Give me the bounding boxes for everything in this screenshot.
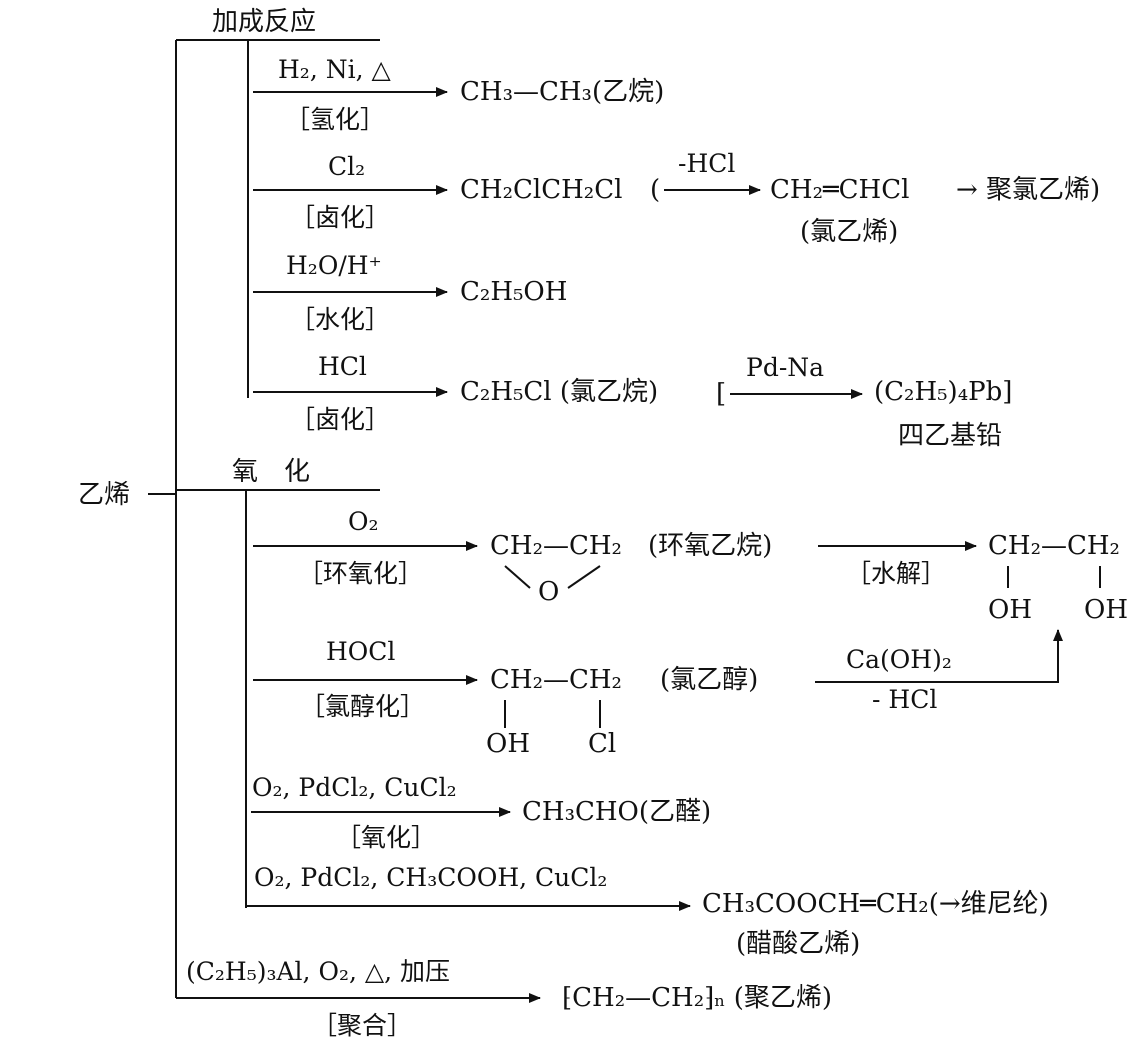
ethylene-glycol-formula: CH₂—CH₂ bbox=[988, 531, 1120, 561]
wacker-type: ［氧化］ bbox=[336, 823, 436, 852]
epoxidation-reagent: O₂ bbox=[348, 507, 379, 536]
chlorohydrin-formula: CH₂—CH₂ bbox=[490, 665, 622, 695]
chlorohydrin-type: ［氯醇化］ bbox=[300, 692, 425, 721]
saponification-condition: - HCl bbox=[872, 685, 937, 714]
hydrochlorination-open-bracket: [ bbox=[716, 379, 726, 409]
glycol-oh-left: OH bbox=[988, 595, 1032, 625]
vinyl-acetate-name: (醋酸乙烯) bbox=[736, 929, 860, 959]
saponification-arrow bbox=[815, 629, 1063, 683]
chlorohydrin-name: (氯乙醇) bbox=[660, 665, 758, 695]
oxidation-heading: 氧 化 bbox=[232, 457, 310, 487]
epoxide-oxygen: O bbox=[538, 577, 559, 607]
tel-reagent: Pd-Na bbox=[746, 353, 824, 382]
ethylene-oxide-name: (环氧乙烷) bbox=[648, 531, 772, 561]
epoxide-bond-left bbox=[504, 565, 531, 589]
chlorination-open-paren: ( bbox=[650, 175, 660, 205]
chlorination-product: CH₂ClCH₂Cl bbox=[460, 175, 622, 205]
polymerization-type: ［聚合］ bbox=[312, 1011, 412, 1040]
vinyl-acetate-product: CH₃COOCH═CH₂(→维尼纶) bbox=[702, 889, 1049, 919]
hydrolysis-type: ［水解］ bbox=[846, 559, 946, 588]
pvc-product: → 聚氯乙烯) bbox=[956, 175, 1100, 205]
hydration-reagent: H₂O/H⁺ bbox=[286, 251, 382, 280]
root-label-ethylene: 乙烯 bbox=[78, 480, 130, 510]
glycol-oh-right: OH bbox=[1084, 595, 1128, 625]
hydration-product: C₂H₅OH bbox=[460, 277, 567, 307]
ethylene-oxide-formula: CH₂—CH₂ bbox=[490, 531, 622, 561]
chlorohydrin-oh: OH bbox=[486, 729, 530, 759]
addition-heading: 加成反应 bbox=[212, 7, 316, 37]
saponification-reagent: Ca(OH)₂ bbox=[846, 645, 952, 674]
hydrochlorination-reagent: HCl bbox=[318, 352, 367, 381]
vinyl-chloride-name: (氯乙烯) bbox=[800, 217, 898, 247]
wacker-reagent: O₂, PdCl₂, CuCl₂ bbox=[252, 773, 457, 802]
epoxidation-type: ［环氧化］ bbox=[298, 559, 423, 588]
chlorohydrin-reagent: HOCl bbox=[326, 637, 395, 666]
polymerization-reagent: (C₂H₅)₃Al, O₂, △, 加压 bbox=[186, 957, 450, 986]
hydration-type: ［水化］ bbox=[290, 305, 390, 334]
hydrogenation-reagent: H₂, Ni, △ bbox=[278, 55, 391, 84]
tel-name: 四乙基铅 bbox=[898, 421, 1002, 451]
polyethylene-product: ⁅CH₂—CH₂⁆ₙ (聚乙烯) bbox=[562, 983, 832, 1013]
vinyl-chloride-formula: CH₂═CHCl bbox=[770, 175, 909, 205]
hydrogenation-product: CH₃—CH₃(乙烷) bbox=[460, 77, 664, 107]
chlorination-type: ［卤化］ bbox=[290, 203, 390, 232]
hydrochlorination-product: C₂H₅Cl (氯乙烷) bbox=[460, 377, 658, 407]
vinyl-acetate-reagent: O₂, PdCl₂, CH₃COOH, CuCl₂ bbox=[254, 863, 607, 892]
dehydrochlorination-reagent: -HCl bbox=[678, 149, 735, 178]
epoxide-bond-right bbox=[567, 565, 601, 589]
hydrochlorination-type: ［卤化］ bbox=[290, 405, 390, 434]
chlorination-reagent: Cl₂ bbox=[328, 152, 365, 181]
acetaldehyde-product: CH₃CHO(乙醛) bbox=[522, 797, 711, 827]
tel-formula: (C₂H₅)₄Pb] bbox=[874, 377, 1012, 407]
hydrogenation-type: ［氢化］ bbox=[285, 105, 385, 134]
chlorohydrin-cl: Cl bbox=[588, 729, 616, 759]
